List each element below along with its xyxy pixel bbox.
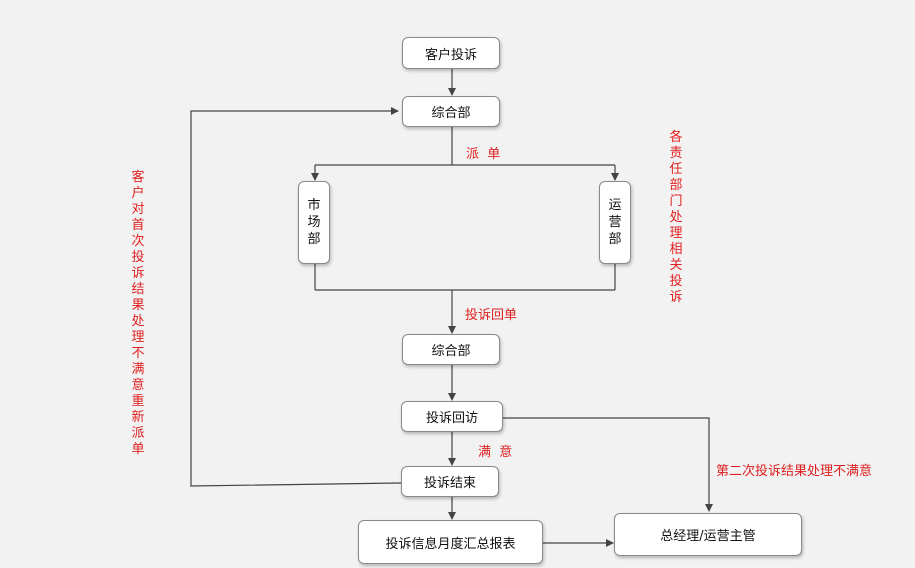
node-market-label: 市场部	[307, 198, 321, 247]
arrow-loop-back	[190, 107, 402, 487]
node-dept2: 综合部	[402, 334, 500, 365]
node-complaint: 客户投诉	[402, 37, 500, 69]
label-second: 第二次投诉结果处理不满意	[716, 464, 873, 479]
arrow-visit-to-manager	[503, 417, 713, 512]
label-dispatch: 派 单	[466, 147, 501, 162]
node-dept2-label: 综合部	[431, 344, 471, 359]
node-end-label: 投诉结束	[423, 476, 476, 491]
node-manager: 总经理/运营主管	[614, 513, 802, 556]
node-dept1: 综合部	[402, 96, 500, 127]
node-manager-label: 总经理/运营主管	[660, 529, 756, 544]
node-report: 投诉信息月度汇总报表	[358, 520, 543, 564]
label-satisfied: 满 意	[478, 445, 513, 460]
note-right: 各责任部门处理相关投诉	[668, 130, 684, 306]
node-market: 市场部	[298, 181, 330, 264]
node-visit-label: 投诉回访	[425, 411, 478, 426]
node-visit: 投诉回访	[401, 401, 503, 432]
node-dept1-label: 综合部	[431, 106, 471, 121]
node-ops-label: 运营部	[608, 198, 622, 247]
node-report-label: 投诉信息月度汇总报表	[385, 536, 516, 552]
node-complaint-label: 客户投诉	[424, 47, 477, 63]
note-right-text: 各责任部门处理相关投诉	[669, 130, 683, 305]
note-left-text: 客户对首次投诉结果处理不满意重新派单	[131, 170, 145, 457]
node-end: 投诉结束	[401, 466, 499, 497]
label-reply: 投诉回单	[465, 308, 518, 323]
note-left: 客户对首次投诉结果处理不满意重新派单	[130, 170, 146, 458]
node-ops: 运营部	[599, 181, 631, 264]
